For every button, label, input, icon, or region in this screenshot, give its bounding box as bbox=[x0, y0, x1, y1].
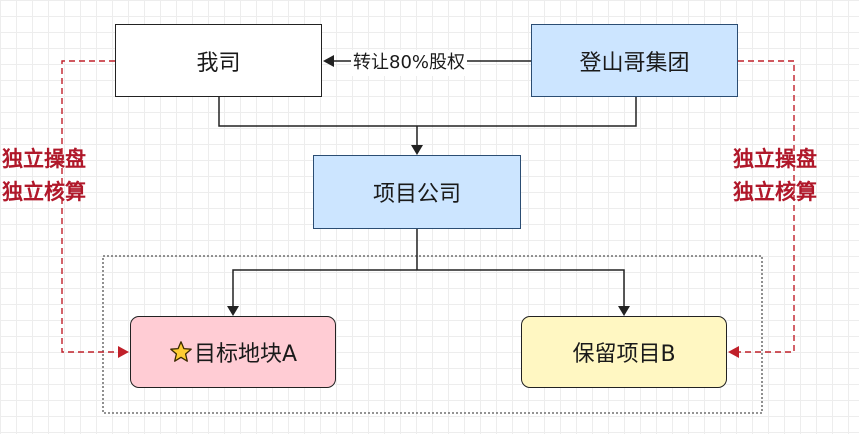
node-plot-a-label: 目标地块A bbox=[193, 342, 298, 367]
note-right-line2: 独立核算 bbox=[733, 180, 817, 204]
note-left-line1: 独立操盘 bbox=[2, 147, 86, 171]
arrowhead-project bbox=[411, 145, 423, 155]
dashed-arrowhead-plot-a bbox=[118, 346, 129, 358]
node-plot-a[interactable]: 目标地块A bbox=[130, 316, 336, 388]
dashed-group-to-project-b bbox=[737, 60, 795, 353]
node-group-label: 登山哥集团 bbox=[579, 50, 690, 76]
connector-wosi-to-project bbox=[218, 97, 417, 127]
note-right-line1: 独立操盘 bbox=[733, 147, 817, 171]
node-group[interactable]: 登山哥集团 bbox=[531, 24, 738, 97]
node-project-b[interactable]: 保留项目B bbox=[521, 316, 727, 388]
connector-to-plot-a bbox=[232, 269, 417, 307]
note-left: 独立操盘 独立核算 bbox=[2, 143, 86, 209]
node-project-company-label: 项目公司 bbox=[372, 182, 461, 207]
dashed-arrowhead-project-b bbox=[728, 346, 739, 358]
star-icon bbox=[169, 340, 193, 364]
node-wosi-label: 我司 bbox=[196, 50, 241, 76]
dotted-group-frame bbox=[102, 255, 763, 414]
note-left-line2: 独立核算 bbox=[2, 180, 86, 204]
dashed-wosi-to-plot-a bbox=[61, 60, 120, 353]
arrowhead-project-b bbox=[618, 306, 630, 316]
connector-to-project-b bbox=[417, 269, 625, 307]
connector-group-to-project bbox=[417, 97, 637, 127]
node-wosi[interactable]: 我司 bbox=[115, 24, 322, 97]
arrowhead-transfer bbox=[323, 55, 334, 67]
node-project-company[interactable]: 项目公司 bbox=[313, 155, 521, 229]
arrowhead-plot-a bbox=[227, 306, 239, 316]
note-right: 独立操盘 独立核算 bbox=[733, 143, 817, 209]
node-project-b-label: 保留项目B bbox=[572, 342, 676, 367]
transfer-label: 转让80%股权 bbox=[351, 50, 468, 76]
